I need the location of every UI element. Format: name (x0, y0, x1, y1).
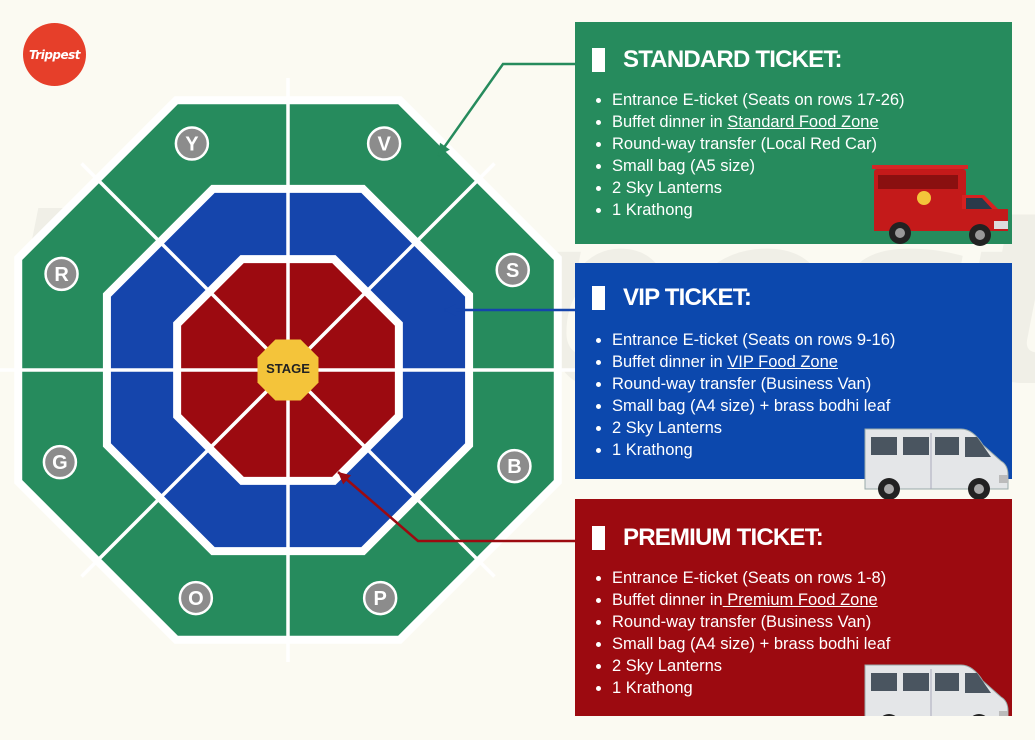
vip-food-zone-link[interactable]: VIP Food Zone (727, 353, 838, 371)
vip-arrow (444, 304, 575, 316)
feature-item: Buffet dinner in Premium Food Zone (592, 589, 1012, 611)
section-letter: O (188, 588, 204, 610)
feature-item: 2 Sky Lanterns (592, 177, 1012, 199)
feature-item: Round-way transfer (Business Van) (592, 373, 1012, 395)
feature-item: 2 Sky Lanterns (592, 655, 1012, 677)
feature-item: Buffet dinner in VIP Food Zone (592, 351, 1012, 373)
heading-bar (592, 286, 605, 310)
premium-arrow (337, 471, 575, 543)
van-icon (864, 428, 1009, 500)
feature-item: 1 Krathong (592, 677, 1012, 699)
feature-item: Round-way transfer (Local Red Car) (592, 133, 1012, 155)
section-marker-r[interactable]: R (44, 256, 79, 292)
feature-item: 1 Krathong (592, 439, 1012, 461)
section-marker-o[interactable]: O (178, 580, 214, 616)
section-divider (80, 368, 290, 578)
section-marker-s[interactable]: S (495, 252, 530, 288)
section-divider (286, 162, 496, 372)
premium-ticket-panel: PREMIUM TICKET: Entrance E-ticket (Seats… (575, 499, 1012, 716)
premium-food-zone-link[interactable]: Premium Food Zone (722, 591, 878, 609)
section-letter: S (506, 260, 519, 282)
stage (257, 339, 319, 401)
section-marker-y[interactable]: Y (174, 126, 210, 161)
feature-item: 2 Sky Lanterns (592, 417, 1012, 439)
section-letter: G (52, 452, 68, 474)
standard-ticket-features: Entrance E-ticket (Seats on rows 17-26) … (592, 89, 1012, 221)
section-letter: Y (185, 134, 199, 156)
heading-bar (592, 48, 605, 72)
feature-item: 1 Krathong (592, 199, 1012, 221)
section-letter: B (507, 456, 521, 478)
feature-item: Entrance E-ticket (Seats on rows 9-16) (592, 329, 1012, 351)
standard-arrow (436, 62, 575, 157)
seating-map: Y V S B P O G R STAGE (0, 62, 575, 662)
section-marker-v[interactable]: V (366, 126, 402, 161)
section-marker-b[interactable]: B (497, 448, 532, 484)
red-truck-icon (872, 165, 1008, 246)
vip-ticket-title: VIP TICKET: (623, 284, 752, 311)
section-letter: R (54, 264, 69, 286)
standard-food-zone-link[interactable]: Standard Food Zone (727, 113, 879, 131)
standard-ticket-panel: STANDARD TICKET: Entrance E-ticket (Seat… (575, 22, 1012, 246)
section-marker-g[interactable]: G (42, 444, 78, 480)
feature-item: Round-way transfer (Business Van) (592, 611, 1012, 633)
premium-ticket-features: Entrance E-ticket (Seats on rows 1-8) Bu… (592, 567, 1012, 699)
logo-text: Trippest (28, 47, 81, 62)
stage-label: STAGE (266, 361, 310, 376)
standard-ticket-title: STANDARD TICKET: (623, 46, 843, 73)
section-letter: V (377, 134, 391, 156)
van-icon (864, 664, 1009, 716)
section-marker-p[interactable]: P (362, 580, 398, 616)
premium-ticket-title: PREMIUM TICKET: (623, 524, 824, 551)
heading-bar (592, 526, 605, 550)
feature-item: Small bag (A4 size) + brass bodhi leaf (592, 395, 1012, 417)
section-divider (80, 162, 290, 372)
vip-ticket-panel: VIP TICKET: Entrance E-ticket (Seats on … (575, 263, 1012, 500)
feature-item: Small bag (A4 size) + brass bodhi leaf (592, 633, 1012, 655)
vip-ticket-features: Entrance E-ticket (Seats on rows 9-16) B… (592, 329, 1012, 461)
brand-logo[interactable]: Trippest (23, 23, 86, 86)
section-letter: P (373, 588, 386, 610)
feature-item: Small bag (A5 size) (592, 155, 1012, 177)
feature-item: Entrance E-ticket (Seats on rows 17-26) (592, 89, 1012, 111)
feature-item: Entrance E-ticket (Seats on rows 1-8) (592, 567, 1012, 589)
pointer-arrows (337, 62, 575, 543)
feature-item: Buffet dinner in Standard Food Zone (592, 111, 1012, 133)
section-labels: Y V S B P O G R (42, 126, 532, 616)
